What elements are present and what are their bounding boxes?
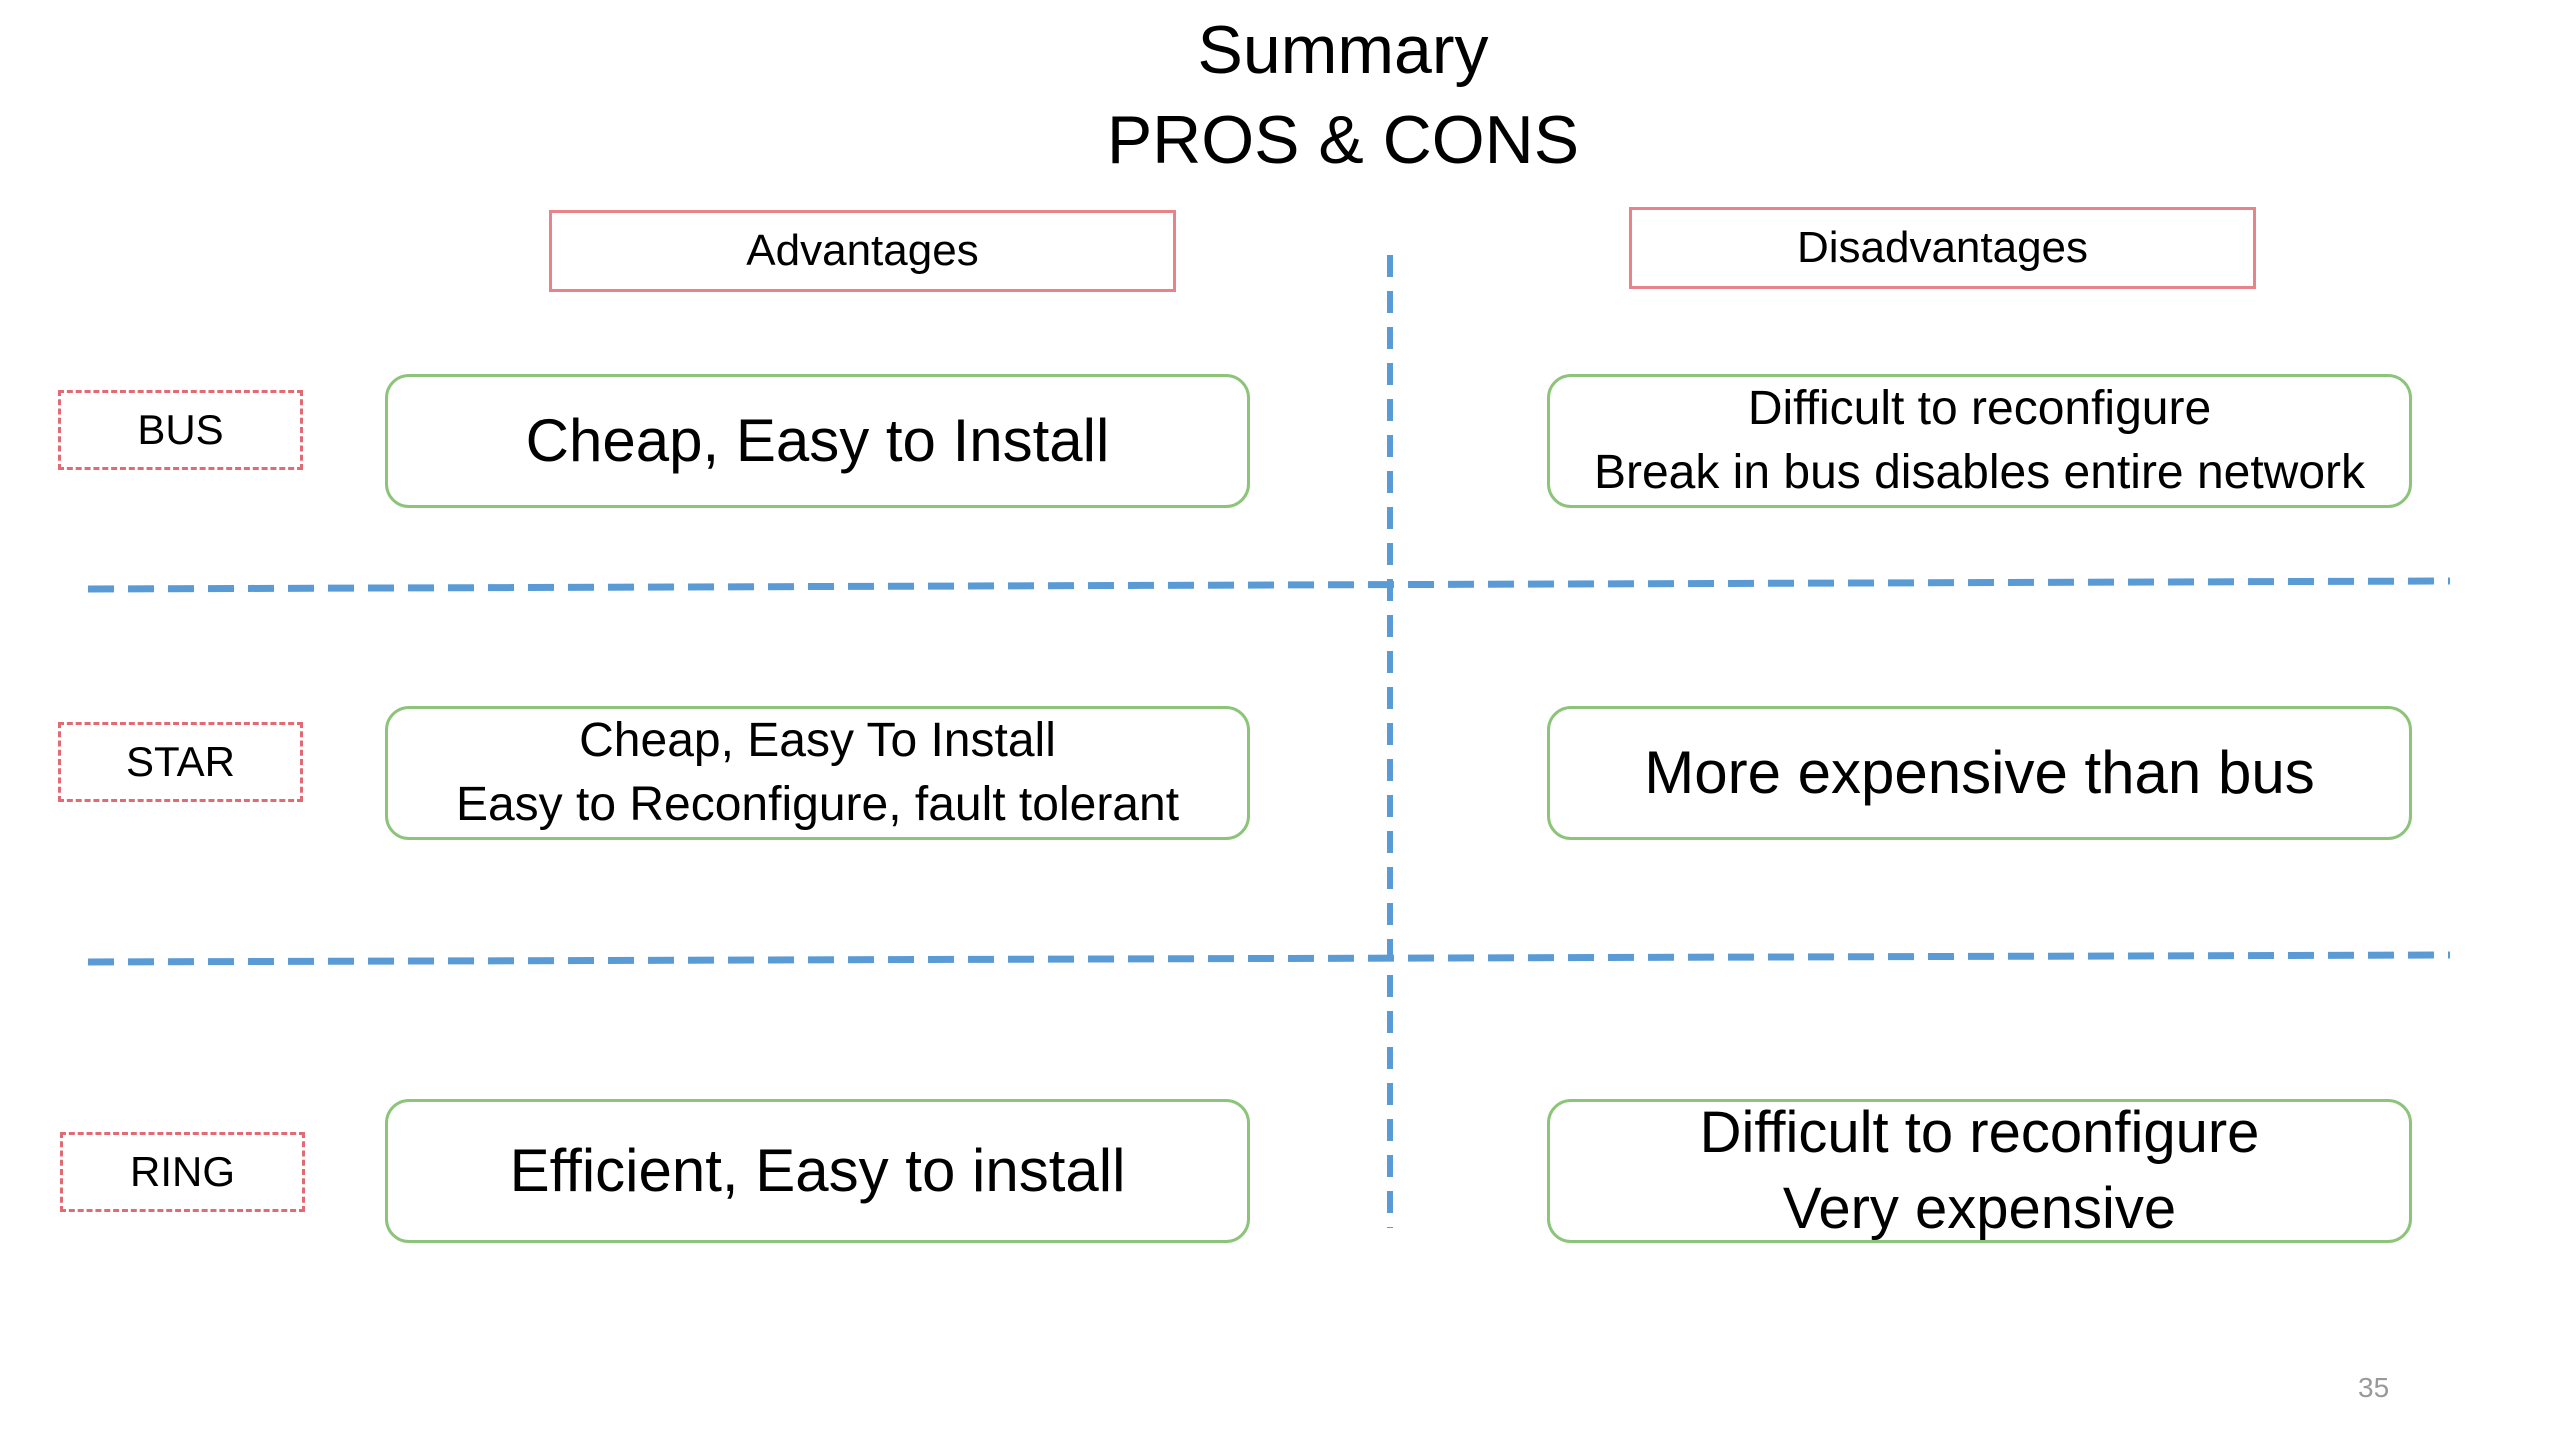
advantages-header: Advantages xyxy=(549,210,1176,292)
bus-disadvantage-text-2: Break in bus disables entire network xyxy=(1593,446,2366,499)
ring-disadvantage-text-1: Difficult to reconfigure xyxy=(1699,1100,2260,1165)
star-advantage-text-2: Easy to Reconfigure, fault tolerant xyxy=(455,778,1180,831)
star-disadvantage-text: More expensive than bus xyxy=(1644,739,2315,806)
ring-advantages-box: Efficient, Easy to install xyxy=(385,1099,1250,1243)
ring-disadvantage-text-2: Very expensive xyxy=(1782,1176,2177,1241)
topology-label-star: STAR xyxy=(58,722,303,802)
slide-title: Summary xyxy=(1197,12,1489,88)
page-number: 35 xyxy=(2358,1372,2390,1403)
horizontal-divider-2 xyxy=(87,951,2451,966)
bus-advantage-text: Cheap, Easy to Install xyxy=(525,407,1110,474)
bus-disadvantage-text-1: Difficult to reconfigure xyxy=(1747,382,2212,435)
slide-subtitle: PROS & CONS xyxy=(1106,102,1580,178)
topology-label-bus: BUS xyxy=(58,390,303,470)
bus-disadvantages-box: Difficult to reconfigure Break in bus di… xyxy=(1547,374,2412,508)
topology-label-ring: RING xyxy=(60,1132,305,1212)
star-advantages-box: Cheap, Easy To Install Easy to Reconfigu… xyxy=(385,706,1250,840)
star-disadvantages-box: More expensive than bus xyxy=(1547,706,2412,840)
ring-advantage-text: Efficient, Easy to install xyxy=(509,1137,1126,1204)
horizontal-divider-1 xyxy=(87,577,2451,593)
star-advantage-text-1: Cheap, Easy To Install xyxy=(579,714,1056,767)
disadvantages-header: Disadvantages xyxy=(1629,207,2256,289)
bus-advantages-box: Cheap, Easy to Install xyxy=(385,374,1250,508)
ring-disadvantages-box: Difficult to reconfigure Very expensive xyxy=(1547,1099,2412,1243)
